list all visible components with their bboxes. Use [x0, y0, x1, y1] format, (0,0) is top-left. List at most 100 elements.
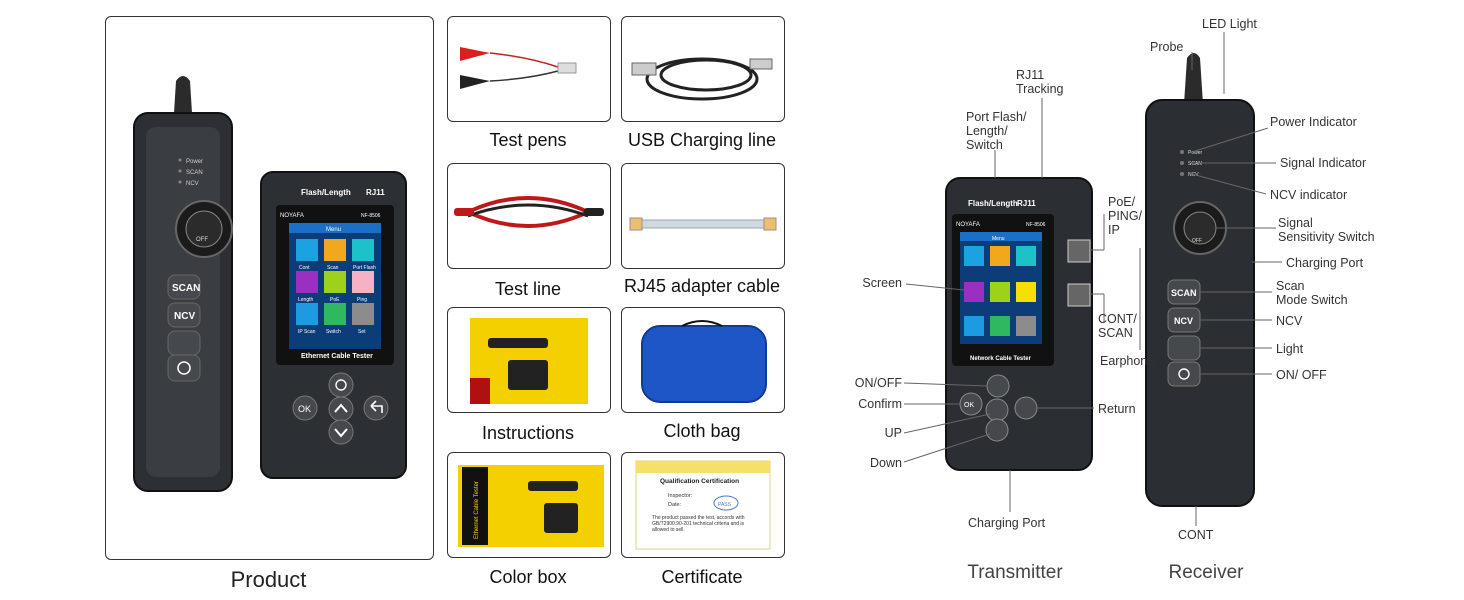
test-pens-image [447, 16, 611, 122]
label-transmitter: Transmitter [967, 562, 1063, 583]
label-charging-port-transmitter: Charging Port [968, 516, 1046, 530]
svg-text:Length: Length [298, 297, 314, 303]
accessory-label-rj45-adapter-cable: RJ45 adapter cable [623, 276, 781, 296]
instructions-image [447, 307, 611, 413]
svg-text:Ethernet Cable Tester: Ethernet Cable Tester [474, 481, 480, 539]
svg-text:Flash/Length: Flash/Length [968, 199, 1018, 208]
label-light: Light [1276, 342, 1304, 356]
label-charging-port-receiver: Charging Port [1286, 256, 1364, 270]
accessory-label-certificate: Certificate [661, 567, 743, 587]
certificate-text: The product passed the test, accords wit… [652, 515, 745, 533]
cloth-bag-shape [641, 325, 767, 403]
test-line-image [447, 163, 611, 269]
diagram-transmitter-screen [960, 232, 1042, 344]
label-ncv-indicator: NCV indicator [1270, 188, 1348, 202]
svg-text:Menu: Menu [992, 236, 1005, 242]
label-rj11-tracking: RJ11 Tracking [1016, 68, 1064, 96]
cloth-bag-image [621, 307, 785, 413]
svg-text:PASS: PASS [718, 502, 732, 508]
svg-text:OK: OK [964, 402, 974, 409]
certificate-image: Qualification Certification Inspector: D… [621, 452, 785, 558]
svg-text:Switch: Switch [326, 329, 341, 335]
label-up: UP [884, 426, 902, 440]
svg-text:NCV: NCV [1188, 172, 1199, 178]
diagram-receiver-body [1145, 99, 1255, 507]
svg-text:RJ11: RJ11 [1017, 199, 1036, 208]
receiver-light-button [167, 330, 201, 356]
svg-text:RJ11: RJ11 [366, 188, 385, 197]
product-panel: Power SCAN NCV OFF SCAN NCV Flash/Length… [105, 16, 434, 560]
label-probe: Probe [1150, 40, 1184, 54]
transmitter-ok-button [292, 395, 318, 421]
color-box-image: Ethernet Cable Tester [447, 452, 611, 558]
svg-text:IP Scan: IP Scan [298, 329, 316, 335]
label-signal-indicator: Signal Indicator [1280, 156, 1367, 170]
product-label: Product [230, 567, 307, 592]
svg-text:OK: OK [298, 404, 311, 414]
svg-text:Power: Power [1188, 150, 1203, 156]
svg-text:NOYAFA: NOYAFA [280, 213, 304, 219]
svg-text:Date:: Date: [668, 502, 682, 508]
svg-text:NCV: NCV [1174, 316, 1193, 326]
svg-text:Menu: Menu [326, 227, 341, 233]
label-cont-scan: CONT/ SCAN [1098, 312, 1137, 340]
label-screen: Screen [862, 276, 902, 290]
svg-text:Inspector:: Inspector: [668, 493, 693, 499]
transmitter-up-button [328, 396, 354, 422]
svg-text:SCAN: SCAN [186, 170, 203, 176]
receiver-ncv-button [167, 302, 201, 328]
svg-text:PoE: PoE [330, 297, 340, 303]
accessory-label-test-line: Test line [494, 279, 562, 299]
accessory-label-usb-charging-line: USB Charging line [627, 130, 777, 150]
label-power-indicator: Power Indicator [1270, 115, 1357, 129]
label-ncv: NCV [1276, 314, 1303, 328]
product-illustration: Power SCAN NCV OFF SCAN NCV Flash/Length… [133, 76, 407, 492]
transmitter-return-button [363, 395, 389, 421]
usb-charging-line-image [621, 16, 785, 122]
label-earphone: Earphone [1100, 354, 1155, 368]
label-on-off-transmitter: ON/OFF [854, 376, 902, 390]
rj45-adapter-cable-image [621, 163, 785, 269]
svg-text:NCV: NCV [186, 181, 199, 187]
label-poe-ping-ip: PoE/ PING/ IP [1108, 195, 1143, 237]
svg-text:SCAN: SCAN [1171, 288, 1197, 298]
label-return: Return [1098, 402, 1136, 416]
accessory-label-test-pens: Test pens [489, 130, 567, 150]
receiver-scan-button [167, 274, 201, 300]
svg-text:Power: Power [186, 159, 203, 165]
accessory-label-cloth-bag: Cloth bag [663, 421, 741, 441]
svg-text:OFF: OFF [1192, 238, 1202, 244]
svg-text:NF-8506: NF-8506 [1026, 222, 1046, 228]
svg-text:SCAN: SCAN [1188, 161, 1202, 167]
receiver-antenna [174, 76, 192, 113]
receiver-power-button [167, 354, 201, 382]
transmitter-down-button [328, 419, 354, 445]
diagram-transmitter-body [945, 177, 1093, 471]
label-port-flash: Port Flash/ Length/ Switch [966, 110, 1027, 152]
svg-text:Qualification Certification: Qualification Certification [660, 478, 739, 485]
svg-text:Port Flash: Port Flash [353, 265, 376, 271]
label-scan-mode-switch: Scan Mode Switch [1276, 279, 1348, 307]
accessory-label-color-box: Color box [489, 567, 567, 587]
svg-text:Ping: Ping [357, 297, 367, 303]
label-down: Down [870, 456, 902, 470]
label-led-light: LED Light [1202, 17, 1257, 31]
svg-text:Scan: Scan [327, 265, 339, 271]
svg-text:Ethernet Cable Tester: Ethernet Cable Tester [301, 353, 373, 360]
label-receiver: Receiver [1168, 562, 1244, 583]
svg-text:Flash/Length: Flash/Length [301, 188, 351, 197]
svg-text:Set: Set [358, 329, 366, 335]
svg-text:Network Cable Tester: Network Cable Tester [970, 356, 1032, 362]
svg-text:NF-8506: NF-8506 [361, 213, 381, 219]
diagram-receiver-antenna [1184, 53, 1203, 104]
svg-text:SCAN: SCAN [172, 283, 200, 294]
accessory-label-instructions: Instructions [481, 423, 575, 443]
label-cont: CONT [1178, 528, 1214, 542]
alligator-clip-red [460, 47, 490, 61]
label-on-off-receiver: ON/ OFF [1276, 368, 1327, 382]
label-signal-sensitivity-switch: Signal Sensitivity Switch [1278, 216, 1375, 244]
alligator-clip-black [460, 75, 490, 89]
svg-text:NOYAFA: NOYAFA [956, 222, 980, 228]
svg-text:Cont: Cont [299, 265, 310, 271]
label-confirm: Confirm [858, 397, 902, 411]
